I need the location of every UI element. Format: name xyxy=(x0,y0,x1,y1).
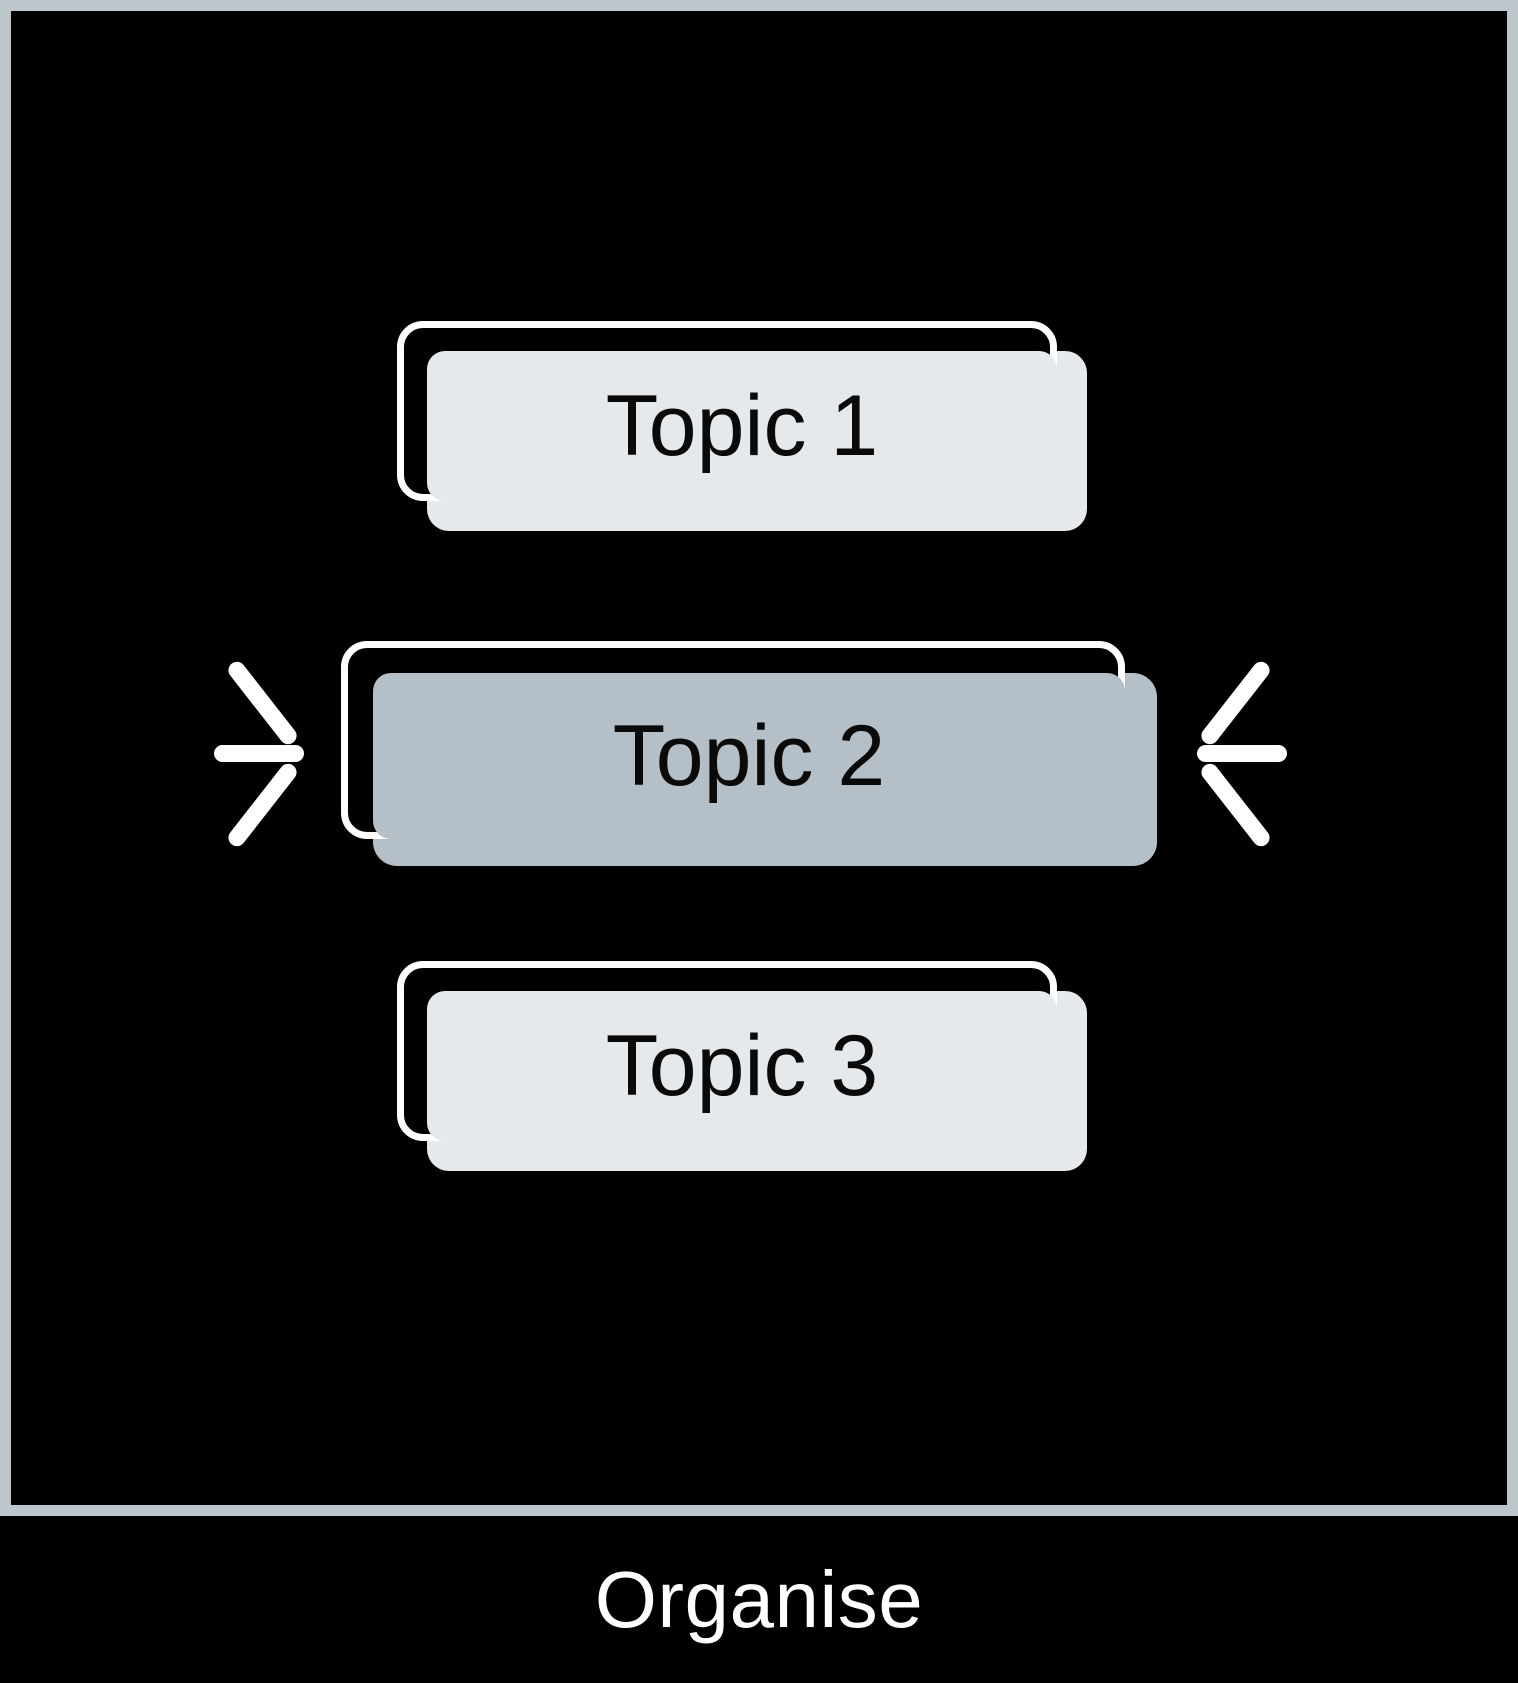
burst-ray-lower xyxy=(1198,760,1273,850)
burst-ray-middle xyxy=(214,745,304,762)
diagram-canvas: Topic 1 Topic 2 Topic 3 xyxy=(11,11,1507,1505)
topic-card-3[interactable]: Topic 3 xyxy=(397,961,1097,1176)
topic-card-2[interactable]: Topic 2 xyxy=(341,641,1157,866)
topic-card-1[interactable]: Topic 1 xyxy=(397,321,1097,536)
topic-card-2-face xyxy=(373,673,1125,839)
topic-card-3-face xyxy=(427,991,1057,1141)
caption-label: Organise xyxy=(594,1554,924,1644)
burst-ray-upper xyxy=(1198,658,1273,748)
burst-ray-middle xyxy=(1197,745,1287,762)
click-burst-icon-left xyxy=(214,649,314,859)
click-burst-icon-right xyxy=(1187,649,1287,859)
burst-ray-lower xyxy=(225,760,300,850)
topic-card-1-face xyxy=(427,351,1057,501)
outer-frame: Topic 1 Topic 2 Topic 3 xyxy=(0,0,1518,1516)
caption-bar: Organise xyxy=(0,1516,1518,1683)
burst-ray-upper xyxy=(225,658,300,748)
